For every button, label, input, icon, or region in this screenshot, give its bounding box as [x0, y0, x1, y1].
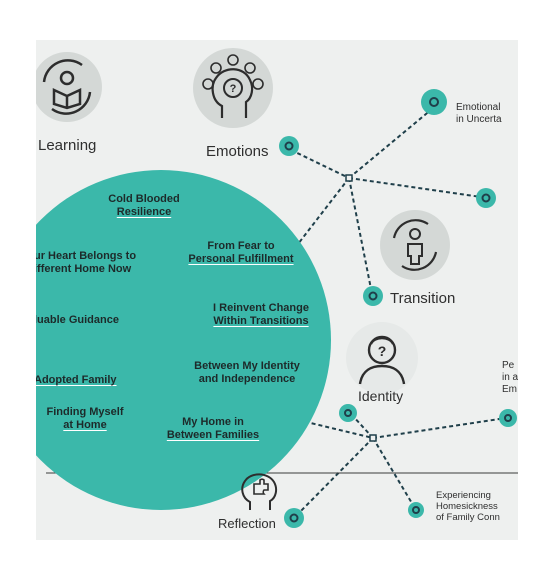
theme-circle	[36, 170, 331, 510]
svg-text:?: ?	[378, 343, 387, 359]
topic-reflection: Reflection	[218, 516, 276, 531]
endpoint-identity[interactable]	[339, 404, 357, 422]
connector-circle-hub2	[297, 419, 374, 439]
emotions-icon: ?	[192, 46, 274, 130]
connector-hub-right	[348, 177, 489, 199]
reflection-icon	[236, 468, 284, 512]
topic-emotions: Emotions	[206, 143, 269, 160]
phrase-fear-to-fulfillment: From Fear to Personal Fulfillment	[188, 240, 294, 265]
endpoint-emotional[interactable]	[421, 89, 447, 115]
hub-node-bottom	[369, 434, 377, 442]
side-label-experiencing: Experiencing Homesickness of Family Conn	[436, 490, 500, 523]
phrase-reinvent-change: I Reinvent Change Within Transitions	[213, 302, 309, 327]
connector-hub-emotional	[348, 103, 439, 179]
hub-node-top	[345, 174, 353, 182]
transition-icon	[378, 208, 452, 282]
topic-learning: Learning	[38, 137, 97, 154]
endpoint-emotions[interactable]	[279, 136, 299, 156]
connector-hub2-right	[372, 417, 507, 439]
side-label-pe: Pe in a Em	[502, 360, 518, 395]
phrase-home-between-families: My Home in Between Families	[166, 416, 260, 441]
side-label-emotional: Emotional in Uncerta	[456, 102, 502, 125]
phrase-identity-independence: Between My Identity and Independence	[194, 360, 300, 385]
connector-hub2-reflection	[293, 437, 374, 519]
endpoint-experiencing[interactable]	[408, 502, 424, 518]
endpoint-transition[interactable]	[363, 286, 383, 306]
topic-transition: Transition	[390, 290, 456, 307]
phrase-cold-blooded: Cold Blooded Resilience	[108, 193, 180, 218]
phrase-finding-myself: Finding Myself at Home	[46, 406, 124, 431]
learning-icon	[36, 50, 104, 124]
phrase-heart-belongs: ur Heart Belongs to ifferent Home Now	[36, 250, 137, 275]
topic-identity: Identity	[358, 388, 404, 404]
connector-hub2-identity	[351, 414, 374, 439]
endpoint-right-bottom[interactable]	[499, 409, 517, 427]
diagram-screen: Learning ? Emotions Emotional in Uncerta	[36, 40, 518, 540]
endpoint-right-top[interactable]	[476, 188, 496, 208]
phrase-valuable-guidance: luable Guidance	[36, 314, 119, 326]
identity-icon: ?	[344, 320, 420, 396]
connector-hub-transition	[348, 177, 373, 295]
endpoint-reflection[interactable]	[284, 508, 304, 528]
connector-emotions-hub	[290, 149, 350, 179]
phrase-adopted-family: Adopted Family	[36, 374, 117, 386]
svg-text:?: ?	[230, 83, 237, 95]
